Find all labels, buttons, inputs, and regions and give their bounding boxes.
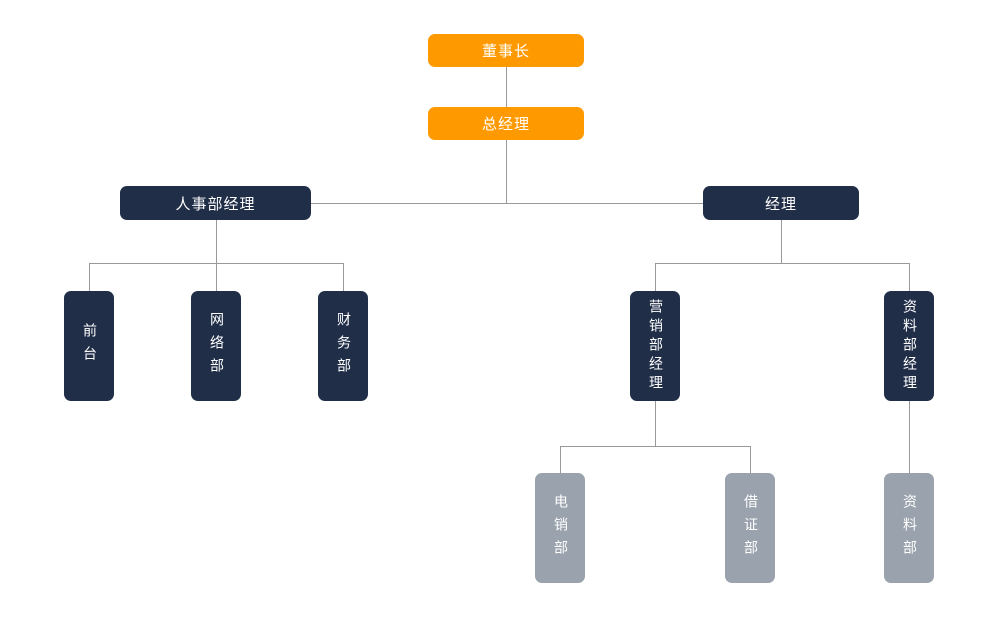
node-finance-dept[interactable]: 财务部 — [318, 291, 368, 401]
node-front-desk-label: 前台 — [81, 323, 97, 369]
node-marketing-manager[interactable]: 营销部经理 — [630, 291, 680, 401]
node-finance-dept-label: 财务部 — [335, 311, 351, 381]
node-chairman[interactable]: 董事长 — [428, 34, 584, 67]
node-network-dept-label: 网络部 — [208, 311, 224, 381]
connector-chairman-gm — [506, 67, 507, 107]
connector-marketing-down — [655, 401, 656, 446]
connector-telemarketing-drop — [560, 446, 561, 473]
connector-manager-down — [781, 220, 782, 263]
node-manager[interactable]: 经理 — [703, 186, 859, 220]
node-general-manager-label: 总经理 — [481, 115, 530, 133]
node-marketing-manager-label: 营销部经理 — [647, 298, 663, 394]
connector-manager-branch — [655, 263, 909, 264]
node-hr-manager-label: 人事部经理 — [175, 194, 256, 213]
node-telemarketing-dept[interactable]: 电销部 — [535, 473, 585, 583]
node-data-manager[interactable]: 资料部经理 — [884, 291, 934, 401]
node-certificate-dept-label: 借证部 — [742, 493, 758, 563]
connector-marketing-drop — [655, 263, 656, 291]
connector-certificate-drop — [750, 446, 751, 473]
node-front-desk[interactable]: 前台 — [64, 291, 114, 401]
node-hr-manager[interactable]: 人事部经理 — [120, 186, 311, 220]
connector-gm-down — [506, 140, 507, 203]
node-general-manager[interactable]: 总经理 — [428, 107, 584, 140]
node-data-dept-label: 资料部 — [901, 493, 917, 563]
node-data-manager-label: 资料部经理 — [901, 298, 917, 394]
connector-hr-branch — [89, 263, 343, 264]
node-network-dept[interactable]: 网络部 — [191, 291, 241, 401]
connector-finance-drop — [343, 263, 344, 291]
connector-data-dept-drop — [909, 401, 910, 473]
node-certificate-dept[interactable]: 借证部 — [725, 473, 775, 583]
node-telemarketing-dept-label: 电销部 — [552, 493, 568, 563]
connector-front-desk-drop — [89, 263, 90, 291]
node-data-dept[interactable]: 资料部 — [884, 473, 934, 583]
connector-hr-down — [216, 220, 217, 291]
connector-data-mgr-drop — [909, 263, 910, 291]
node-chairman-label: 董事长 — [481, 42, 530, 60]
connector-gm-branch — [311, 203, 703, 204]
connector-marketing-branch — [560, 446, 750, 447]
node-manager-label: 经理 — [764, 194, 797, 213]
